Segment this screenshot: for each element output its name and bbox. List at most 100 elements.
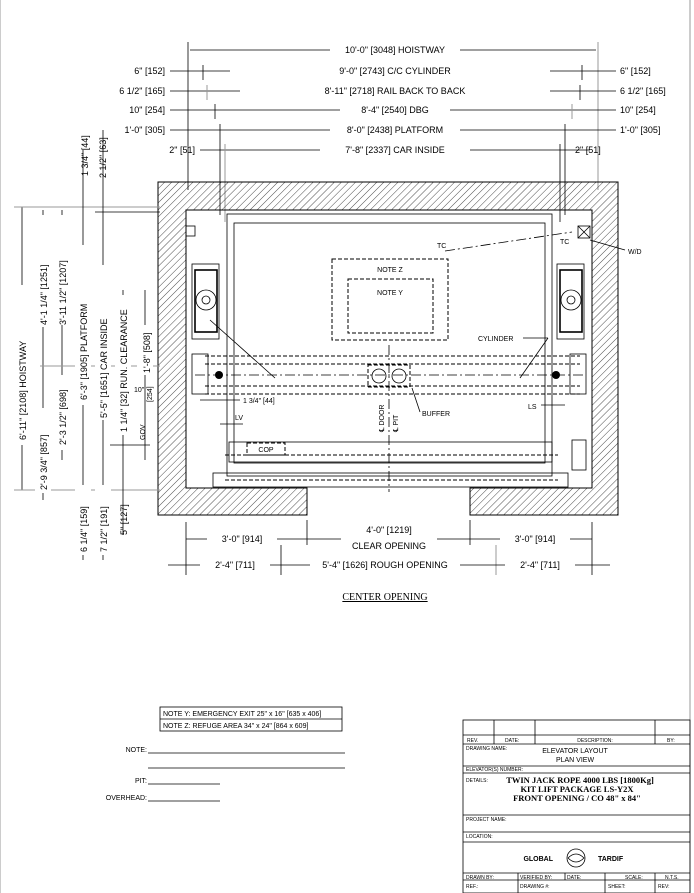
plan-annotations: TC TC W/D CYLINDER BUFFER LS LV 1 3/4" [… — [200, 231, 642, 433]
dim-857: 2'-9 3/4" [857] — [39, 435, 49, 490]
date-header: DATE: — [505, 738, 519, 744]
buffers — [367, 364, 411, 388]
elevator-number-label: ELEVATOR(S) NUMBER: — [466, 767, 523, 773]
dim-1207: 3'-11 1/2" [1207] — [58, 260, 68, 325]
note-z-text: NOTE Z: REFUGE AREA 34" x 24" [864 x 609… — [163, 723, 308, 730]
dim-1251: 4'-1 1/4" [1251] — [39, 265, 49, 325]
dim-127: 5" [127] — [119, 504, 129, 535]
wd-label: W/D — [628, 249, 642, 256]
dim-rail-right: 6 1/2" [165] — [620, 86, 666, 96]
field-lines: NOTE: PIT: OVERHEAD: — [106, 747, 345, 802]
dim-63: 2 1/2" [63] — [98, 137, 108, 178]
rev-label: REV: — [658, 884, 669, 890]
dim-platform-width: 8'-0" [2438] PLATFORM — [347, 125, 443, 135]
rail-gap-dim-label: 1 3/4" [44] — [243, 398, 275, 405]
buffer-label: BUFFER — [422, 411, 450, 418]
drawing-name-line-1: ELEVATOR LAYOUT — [542, 748, 608, 755]
dim-cc-left: 6" [152] — [134, 66, 165, 76]
cop-outline — [246, 442, 286, 456]
dim-platform-right: 1'-0" [305] — [620, 125, 660, 135]
emergency-exit-outline — [347, 278, 434, 334]
dim-car-inside-depth: 5'-5" [1651] CAR INSIDE — [99, 319, 109, 418]
dim-508: 1'-8" [508] — [142, 333, 152, 373]
refuge-area-outline — [331, 258, 449, 341]
dim-run-clearance: 1 1/4" [32] RUN. CLEARANCE — [119, 309, 129, 432]
dim-platform-depth: 6'-3" [1905] PLATFORM — [79, 304, 89, 400]
dim-rail-back-to-back: 8'-11" [2718] RAIL BACK TO BACK — [325, 86, 466, 96]
tc-left-label: TC — [437, 243, 446, 250]
left-cylinder-assembly — [191, 263, 223, 395]
dim-698: 2'-3 1/2" [698] — [58, 390, 68, 445]
dim-dbg: 8'-4" [2540] DBG — [361, 105, 428, 115]
drawn-by-label: DRAWN BY: — [466, 875, 494, 881]
logo-tardif: TARDIF — [598, 856, 624, 863]
dim-hoistway-width: 10'-0" [3048] HOISTWAY — [345, 45, 445, 55]
location-label: LOCATION: — [466, 834, 493, 840]
clear-opening-label: CLEAR OPENING — [352, 541, 426, 551]
dim-car-right: 2" [51] — [575, 145, 601, 155]
drawing-name-line-2: PLAN VIEW — [556, 757, 595, 764]
drawing-number-label: DRAWING #: — [520, 884, 550, 890]
pit-centerline-label: ℄ PIT — [393, 414, 400, 433]
notes-legend: NOTE Y: EMERGENCY EXIT 25" x 16" [635 x … — [159, 706, 343, 732]
note-y-text: NOTE Y: EMERGENCY EXIT 25" x 16" [635 x … — [163, 711, 321, 718]
title-block: REV. DATE: DESCRIPTION: BY: DRAWING NAME… — [462, 719, 691, 893]
dim-cc-right: 6" [152] — [620, 66, 651, 76]
scale-value: N.T.S. — [665, 875, 679, 881]
dim-car-left: 2" [51] — [169, 145, 195, 155]
dim-254: [254] — [147, 386, 154, 402]
dim-hoistway-depth: 6'-11" [2108] HOISTWAY — [18, 341, 28, 440]
project-name-label: PROJECT NAME: — [466, 817, 506, 823]
left-dimensions: 6'-11" [2108] HOISTWAY 2'-9 3/4" [857] 4… — [14, 130, 160, 560]
cylinder-label: CYLINDER — [478, 336, 513, 343]
details-line-3: FRONT OPENING / CO 48" x 84" — [513, 793, 641, 803]
dim-left-jamb: 3'-0" [914] — [222, 534, 262, 544]
dim-right-rough: 2'-4" [711] — [520, 560, 560, 570]
details-line-1: TWIN JACK ROPE 4000 LBS [1800Kg] — [506, 775, 654, 785]
dim-dbg-left: 10" [254] — [129, 105, 165, 115]
hoistway-walls — [157, 181, 619, 516]
dim-191: 7 1/2" [191] — [99, 506, 109, 552]
dim-left-rough: 2'-4" [711] — [215, 560, 255, 570]
overhead-field-label: OVERHEAD: — [106, 795, 147, 802]
scale-label: SCALE: — [625, 875, 643, 881]
ref-label: REF.: — [466, 884, 478, 890]
note-y-label: NOTE Y — [377, 290, 403, 297]
note-field-label: NOTE: — [126, 747, 147, 754]
ls-label: LS — [528, 404, 537, 411]
verified-by-label: VERIFIED BY: — [520, 875, 552, 881]
details-line-2: KIT LIFT PACKAGE LS-Y2X — [520, 784, 634, 794]
top-dimensions: 10'-0" [3048] HOISTWAY 9'-0" [2743] C/C … — [119, 42, 666, 222]
lv-label: LV — [235, 415, 243, 422]
gov-box — [185, 225, 196, 237]
dim-cc-cylinder: 9'-0" [2743] C/C CYLINDER — [339, 66, 451, 76]
sheet-label: SHEET: — [608, 884, 626, 890]
date-label: DATE: — [567, 875, 581, 881]
dim-159: 6 1/4" [159] — [79, 506, 89, 552]
dim-10-in: 10" — [134, 387, 145, 394]
note-z-label: NOTE Z — [377, 267, 403, 274]
wd-box — [577, 225, 591, 239]
details-label: DETAILS: — [466, 778, 488, 784]
global-tardif-logo: GLOBAL TARDIF — [523, 848, 624, 868]
gov-label: GOV — [140, 424, 147, 440]
door-centerline-label: ℄ DOOR — [379, 405, 386, 433]
dim-clear-opening: 4'-0" [1219] — [366, 525, 411, 535]
dim-rail-left: 6 1/2" [165] — [119, 86, 165, 96]
logo-global: GLOBAL — [523, 856, 553, 863]
elevator-car: NOTE Z NOTE Y COP — [195, 213, 585, 492]
dim-dbg-right: 10" [254] — [620, 105, 656, 115]
view-title: CENTER OPENING — [342, 592, 427, 603]
tc-right-label: TC — [560, 239, 569, 246]
description-header: DESCRIPTION: — [577, 738, 613, 744]
bottom-dimensions: 3'-0" [914] 4'-0" [1219] CLEAR OPENING 3… — [168, 520, 610, 575]
by-header: BY: — [667, 738, 675, 744]
rev-header: REV. — [467, 738, 478, 744]
pit-field-label: PIT: — [135, 778, 147, 785]
dim-platform-left: 1'-0" [305] — [125, 125, 165, 135]
dim-car-inside-width: 7'-8" [2337] CAR INSIDE — [345, 145, 444, 155]
drawing-name-label: DRAWING NAME: — [466, 746, 507, 752]
right-cylinder-assembly — [552, 263, 587, 471]
dim-right-jamb: 3'-0" [914] — [515, 534, 555, 544]
